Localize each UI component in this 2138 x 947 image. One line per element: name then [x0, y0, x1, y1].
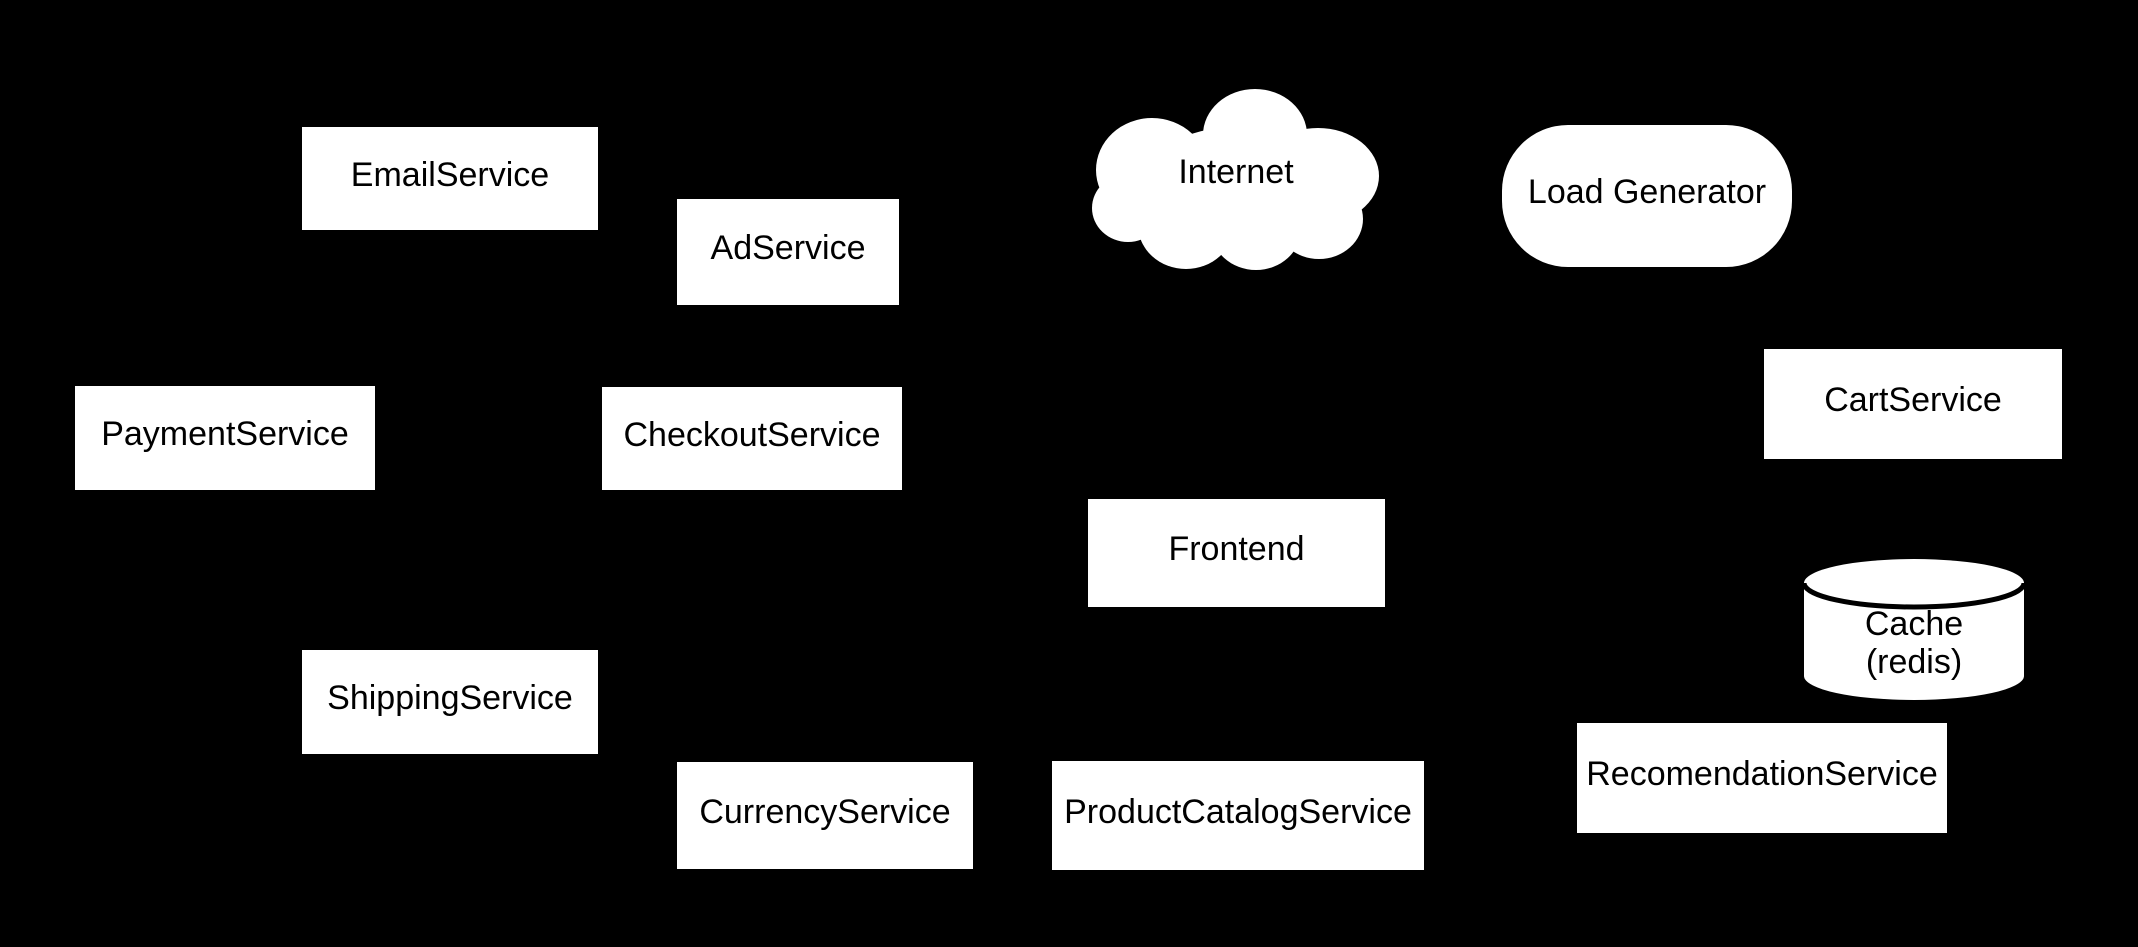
- node-ad-service: AdService: [677, 199, 899, 305]
- node-label: Internet: [1178, 153, 1294, 191]
- node-label: CheckoutService: [623, 415, 881, 454]
- node-label: AdService: [710, 229, 866, 267]
- cache-label-line1: Cache: [1864, 604, 1964, 643]
- node-recommendation-service: RecomendationService: [1577, 723, 1947, 833]
- node-label: Cache (redis): [1802, 557, 2026, 702]
- cloud-icon: [1092, 89, 1379, 270]
- node-internet: Internet: [1090, 88, 1382, 272]
- node-label: ProductCatalogService: [1064, 792, 1412, 831]
- node-label: Load Generator: [1527, 173, 1767, 211]
- node-product-catalog-service: ProductCatalogService: [1052, 761, 1424, 870]
- node-label: ShippingService: [327, 679, 573, 717]
- node-label: CartService: [1824, 381, 2002, 419]
- node-frontend: Frontend: [1088, 499, 1385, 607]
- node-checkout-service: CheckoutService: [602, 387, 902, 490]
- node-cache-redis: Cache (redis): [1802, 557, 2026, 702]
- node-label: EmailService: [350, 155, 550, 194]
- cache-label-line2: (redis): [1865, 642, 1963, 681]
- node-shipping-service: ShippingService: [302, 650, 598, 754]
- node-payment-service: PaymentService: [75, 386, 375, 490]
- node-label: RecomendationService: [1586, 755, 1938, 793]
- node-label: PaymentService: [101, 415, 349, 453]
- node-cart-service: CartService: [1764, 349, 2062, 459]
- database-cylinder-icon: [1802, 559, 2026, 700]
- node-email-service: EmailService: [302, 127, 598, 230]
- node-currency-service: CurrencyService: [677, 762, 973, 869]
- node-label: CurrencyService: [699, 792, 951, 831]
- node-label: Frontend: [1168, 530, 1305, 568]
- node-load-generator: Load Generator: [1502, 125, 1792, 267]
